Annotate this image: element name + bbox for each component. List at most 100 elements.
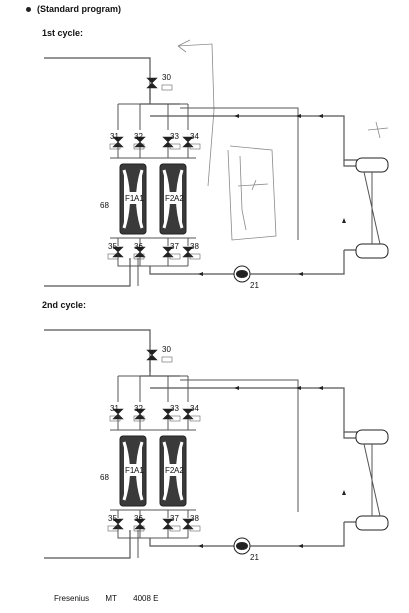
pipe-line (343, 432, 360, 523)
dialyzer-cap-top (355, 157, 389, 173)
valve-icon (182, 518, 194, 530)
footer-brand: Fresenius (54, 594, 90, 603)
filter-label: A2 (174, 466, 184, 475)
pipe-line (150, 115, 358, 161)
valve-box (107, 253, 119, 260)
valve-label: 33 (170, 132, 179, 141)
pipe-line (180, 379, 299, 512)
pipe-line (110, 237, 196, 246)
filter-label: A1 (134, 194, 144, 203)
valve-label: 32 (134, 404, 143, 413)
valve-label: 30 (162, 345, 171, 354)
dialyzer-cap-bottom (355, 515, 389, 531)
valve-icon (146, 77, 158, 89)
pipe-line (110, 147, 196, 159)
valve-box (169, 143, 181, 150)
filter-label-bg (165, 464, 182, 476)
valve-label: 38 (190, 514, 199, 523)
valve-label: 38 (190, 242, 199, 251)
valve-box (109, 143, 121, 150)
pump-rotor-icon (236, 270, 248, 278)
valve-label: 37 (170, 514, 179, 523)
footer: Fresenius MT 4008 E (54, 594, 173, 603)
flow-arrow-icon (296, 114, 301, 118)
pipe-line (44, 258, 131, 287)
pipe-line (44, 57, 151, 100)
valve-label: 37 (170, 242, 179, 251)
valve-label: 31 (110, 404, 119, 413)
valve-label: 34 (190, 132, 199, 141)
pipe-line (250, 522, 345, 547)
valve-box (169, 415, 181, 422)
filter-label: A2 (174, 194, 184, 203)
pipe-line (110, 419, 196, 431)
pipe-line (363, 443, 381, 517)
filter-label: A1 (134, 466, 144, 475)
valve-icon (112, 246, 124, 258)
flow-arrow-icon (298, 272, 303, 276)
pipe-line (110, 509, 196, 518)
pump-rotor-icon (236, 542, 248, 550)
flow-arrow-icon (198, 272, 203, 276)
pipe-line (363, 171, 381, 245)
valve-box (133, 525, 145, 532)
valve-label: 36 (134, 242, 143, 251)
valve-box (133, 253, 145, 260)
valve-box (161, 356, 173, 363)
pipe-line (180, 107, 299, 240)
pipe-line (140, 88, 180, 105)
valve-icon (134, 518, 146, 530)
valve-label: 31 (110, 132, 119, 141)
pipe-line (44, 329, 151, 372)
flow-arrow-icon (342, 490, 346, 495)
flow-arrow-icon (298, 544, 303, 548)
pipe-line (117, 257, 189, 267)
valve-box (161, 84, 173, 91)
valve-icon (112, 518, 124, 530)
valve-box (189, 143, 201, 150)
valve-box (189, 253, 201, 260)
valve-label: 35 (108, 514, 117, 523)
filter-label-bg (125, 464, 142, 476)
valve-label: 32 (134, 132, 143, 141)
filter-label: F2 (165, 194, 175, 203)
pipe-line (140, 360, 180, 377)
pipe-line (150, 387, 358, 433)
valve-box (189, 525, 201, 532)
dialyzer-cap-bottom (355, 243, 389, 259)
pipe-line (343, 160, 360, 251)
flow-arrow-icon (234, 386, 239, 390)
flow-arrow-icon (318, 114, 323, 118)
pipe-line (117, 529, 189, 539)
flow-arrow-icon (342, 218, 346, 223)
valve-box (107, 525, 119, 532)
bullet-icon (26, 7, 31, 13)
valve-box (109, 415, 121, 422)
valve-label: 33 (170, 404, 179, 413)
filter-label-bg (165, 192, 182, 204)
pipe-line (149, 266, 236, 275)
filter-group-label: 68 (100, 473, 109, 482)
valve-box (169, 253, 181, 260)
pump-label: 21 (250, 281, 259, 290)
valve-label: 35 (108, 242, 117, 251)
valve-label: 34 (190, 404, 199, 413)
valve-box (133, 143, 145, 150)
valve-box (133, 415, 145, 422)
valve-label: 36 (134, 514, 143, 523)
flow-arrow-icon (198, 544, 203, 548)
flow-arrow-icon (318, 386, 323, 390)
valve-icon (146, 349, 158, 361)
valve-box (189, 415, 201, 422)
page-heading: (Standard program) (26, 4, 121, 14)
pipe-line (149, 538, 236, 547)
valve-box (169, 525, 181, 532)
filter-group-label: 68 (100, 201, 109, 210)
pipe-line (117, 103, 189, 130)
pipe-line (250, 250, 345, 275)
pen-scribble (177, 39, 389, 241)
filter-label: F1 (125, 466, 135, 475)
